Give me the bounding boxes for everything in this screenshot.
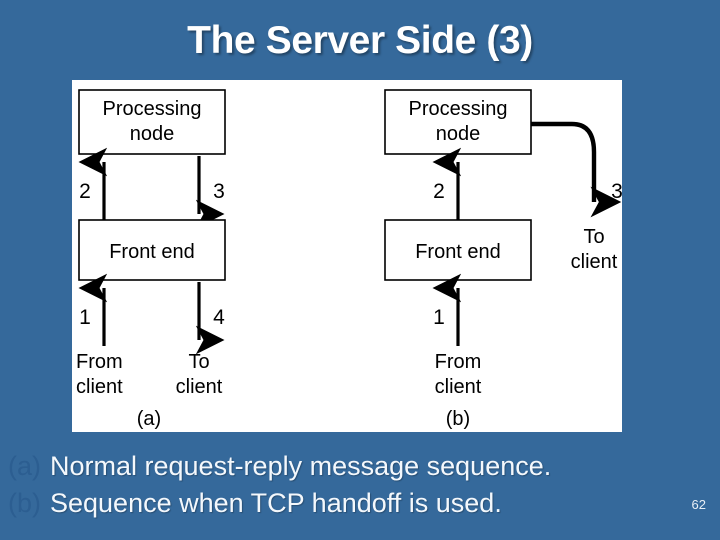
caption-text-b: Sequence when TCP handoff is used. bbox=[50, 488, 502, 518]
panel-b-processing-node-line2: node bbox=[436, 123, 481, 145]
panel-a-arrow-4-label: 4 bbox=[213, 306, 225, 329]
caption-marker-a: (a) bbox=[8, 451, 41, 481]
panel-a-arrow-3-label: 3 bbox=[213, 180, 225, 203]
panel-a-from-client-line2: client bbox=[76, 376, 123, 398]
panel-a-from-client-line1: From bbox=[76, 351, 123, 373]
panel-a-processing-node-line2: node bbox=[130, 123, 175, 145]
panel-b-front-end-box: Front end bbox=[384, 219, 532, 281]
panel-b-caption: (b) bbox=[446, 408, 470, 430]
caption-item-a: (a) Normal request-reply message sequenc… bbox=[8, 448, 668, 485]
panel-b-to-client-label: To client bbox=[571, 226, 618, 273]
panel-a-front-end-box: Front end bbox=[78, 219, 226, 281]
panel-b-front-end-line1: Front end bbox=[415, 241, 501, 263]
panel-b-arrow-2-label: 2 bbox=[433, 180, 445, 203]
panel-b-from-client-line1: From bbox=[435, 351, 482, 373]
panel-a-processing-node-line1: Processing bbox=[103, 98, 202, 120]
panel-a-arrow-2-label: 2 bbox=[79, 180, 91, 203]
caption-marker-b: (b) bbox=[8, 488, 41, 518]
panel-a-front-end-line1: Front end bbox=[109, 241, 195, 263]
panel-b-to-client-line2: client bbox=[571, 251, 618, 273]
panel-a-from-client-label: From client bbox=[76, 351, 123, 398]
panel-a-to-client-line2: client bbox=[176, 376, 223, 398]
panel-b-processing-node-box: Processing node bbox=[384, 89, 532, 155]
panel-b-arrow-1-label: 1 bbox=[433, 306, 445, 329]
panel-a-processing-node-box: Processing node bbox=[78, 89, 226, 155]
panel-a-arrow-1-label: 1 bbox=[79, 306, 91, 329]
panel-a-caption: (a) bbox=[137, 408, 161, 430]
panel-b-to-client-line1: To bbox=[583, 226, 604, 248]
panel-b-arrow-3-label: 3 bbox=[611, 180, 622, 203]
panel-b-from-client-label: From client bbox=[435, 351, 482, 398]
panel-b-arrow-3-curve bbox=[531, 121, 622, 218]
caption-text-a: Normal request-reply message sequence. bbox=[50, 451, 552, 481]
figure-diagram: Processing node 2 3 Front end 1 bbox=[76, 89, 622, 430]
caption-list: (a) Normal request-reply message sequenc… bbox=[8, 448, 668, 522]
page-number: 62 bbox=[691, 497, 706, 512]
panel-b: Processing node 2 3 To client Front end bbox=[384, 89, 622, 430]
caption-item-b: (b) Sequence when TCP handoff is used. bbox=[8, 485, 668, 522]
panel-a-to-client-line1: To bbox=[188, 351, 209, 373]
panel-b-from-client-line2: client bbox=[435, 376, 482, 398]
figure-container: Processing node 2 3 Front end 1 bbox=[72, 80, 622, 432]
panel-a-to-client-label: To client bbox=[176, 351, 223, 398]
panel-a: Processing node 2 3 Front end 1 bbox=[76, 89, 226, 430]
panel-b-processing-node-line1: Processing bbox=[409, 98, 508, 120]
page-title: The Server Side (3) bbox=[187, 19, 533, 62]
